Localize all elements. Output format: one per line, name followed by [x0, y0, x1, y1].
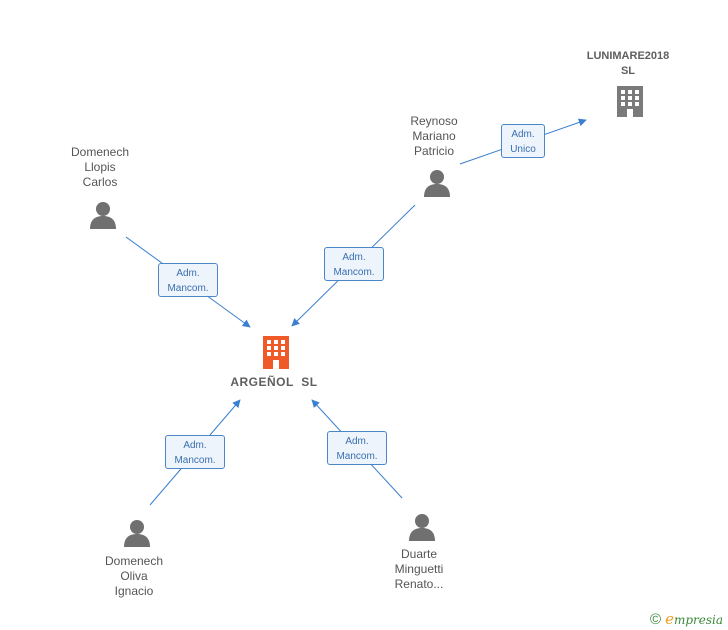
role-line1: Adm. — [183, 440, 207, 451]
person-icon[interactable] — [407, 512, 437, 542]
role-box-p4-main[interactable]: Adm. Mancom. — [327, 431, 387, 465]
role-box-p1-main[interactable]: Adm. Mancom. — [158, 263, 218, 297]
brand-e: e — [665, 610, 674, 628]
building-icon[interactable] — [614, 84, 646, 118]
role-line2: Mancom. — [336, 451, 378, 462]
role-line2: Mancom. — [174, 455, 216, 466]
role-line1: Adm. — [342, 252, 366, 263]
person-icon[interactable] — [122, 518, 152, 548]
role-box-p2-main[interactable]: Adm. Mancom. — [324, 247, 384, 281]
role-line1: Adm. — [511, 129, 535, 140]
role-line2: Mancom. — [167, 283, 209, 294]
person-label-domenech-oliva[interactable]: Domenech Oliva Ignacio — [104, 554, 164, 598]
brand-name: mpresia — [673, 613, 724, 627]
role-line1: Adm. — [176, 268, 200, 279]
person-icon[interactable] — [422, 168, 452, 198]
role-line2: Mancom. — [333, 267, 375, 278]
person-label-domenech-llopis[interactable]: Domenech Llopis Carlos — [70, 145, 130, 189]
person-label-duarte[interactable]: Duarte Minguetti Renato... — [394, 547, 444, 591]
main-building-icon[interactable] — [260, 334, 292, 370]
main-company-label[interactable]: ARGEÑOL SL — [230, 375, 318, 389]
brand-logo: © empresia — [650, 610, 723, 628]
person-label-reynoso[interactable]: Reynoso Mariano Patricio — [410, 114, 458, 158]
role-box-p3-main[interactable]: Adm. Mancom. — [165, 435, 225, 469]
person-icon[interactable] — [88, 200, 118, 230]
role-line1: Adm. — [345, 436, 369, 447]
role-box-p2-company[interactable]: Adm. Unico — [501, 124, 545, 158]
copyright-icon: © — [650, 610, 662, 628]
company-label-lunimare[interactable]: LUNIMARE2018 SL — [586, 50, 670, 77]
role-line2: Unico — [510, 144, 536, 155]
